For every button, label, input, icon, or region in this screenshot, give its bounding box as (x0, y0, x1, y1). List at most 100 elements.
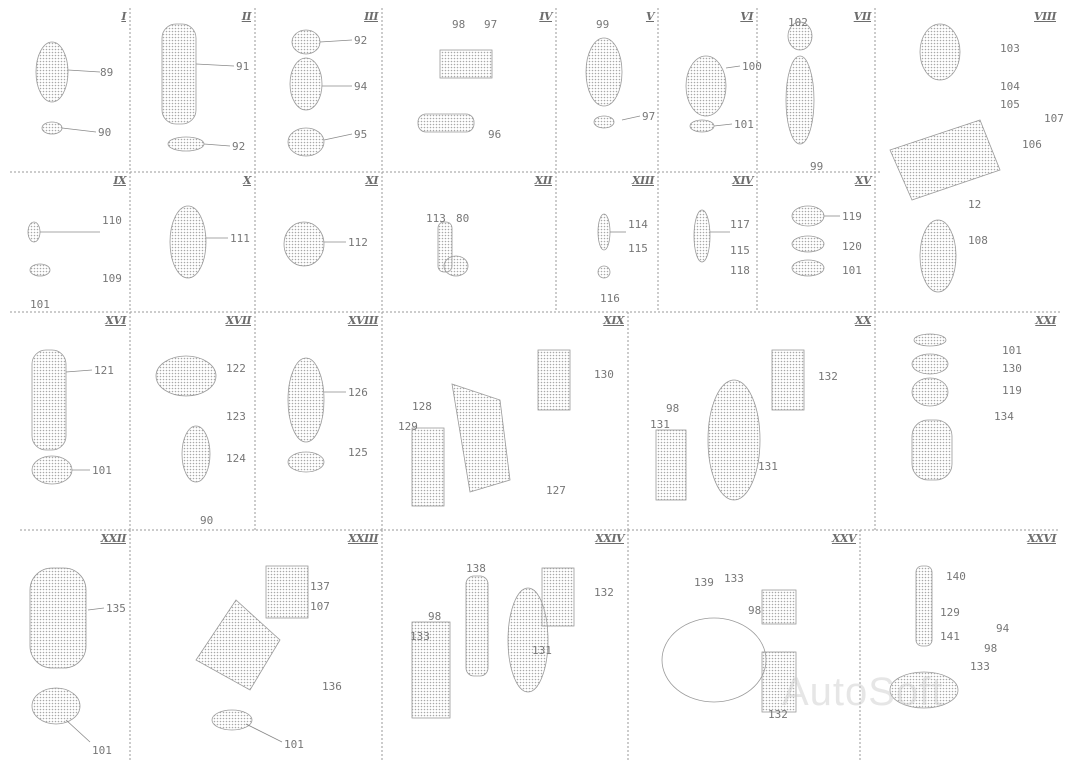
part-callout: 136 (322, 680, 342, 693)
part-callout: 101 (92, 464, 112, 477)
part-callout: 141 (940, 630, 960, 643)
part-callout: 80 (456, 212, 470, 225)
part-callout: 133 (970, 660, 990, 673)
part-callout: 102 (788, 16, 808, 29)
panel-number: IV (539, 10, 552, 23)
part-callout: 97 (484, 18, 498, 31)
panel-number: VIII (1034, 10, 1056, 23)
diagram-panel: XI (255, 172, 382, 312)
part-callout: 131 (532, 644, 552, 657)
part-callout: 92 (232, 140, 246, 153)
diagram-panel: XXII (20, 530, 130, 760)
part-callout: 133 (724, 572, 744, 585)
diagram-panel: XIII (556, 172, 658, 312)
panel-number: XXIII (347, 532, 379, 545)
part-callout: 103 (1000, 42, 1020, 55)
part-callout: 100 (742, 60, 762, 73)
panel-number: XII (534, 174, 553, 187)
part-callout: 113 (426, 212, 446, 225)
panel-number: XXIV (595, 532, 624, 545)
part-callout: 101 (284, 738, 304, 751)
part-callout: 99 (596, 18, 610, 31)
panel-number: XXVI (1027, 532, 1056, 545)
part-callout: 129 (398, 420, 418, 433)
diagram-panel: XXI (875, 312, 1060, 530)
diagram-panel: IV (382, 8, 556, 172)
part-callout: 116 (600, 292, 620, 305)
part-callout: 96 (488, 128, 502, 141)
part-callout: 128 (412, 400, 432, 413)
part-callout: 132 (768, 708, 788, 721)
part-callout: 130 (1002, 362, 1022, 375)
diagram-panel: VII (757, 8, 875, 172)
part-callout: 94 (354, 80, 368, 93)
part-callout: 101 (734, 118, 754, 131)
part-callout: 95 (354, 128, 368, 141)
diagram-panel: III (255, 8, 382, 172)
part-callout: 91 (236, 60, 250, 73)
part-callout: 115 (628, 242, 648, 255)
diagram-panel: XV (757, 172, 875, 312)
panel-number: VII (853, 10, 872, 23)
diagram-panel: XXIII (130, 530, 382, 760)
part-callout: 99 (810, 160, 824, 173)
panel-number: IX (113, 174, 126, 187)
diagram-panel: VIII (875, 8, 1060, 312)
part-callout: 101 (842, 264, 862, 277)
part-callout: 98 (428, 610, 442, 623)
panel-number: XVI (105, 314, 126, 327)
panel-number: XV (854, 174, 872, 187)
part-callout: 115 (730, 244, 750, 257)
part-callout: 131 (758, 460, 778, 473)
part-callout: 98 (666, 402, 680, 415)
part-callout: 97 (642, 110, 656, 123)
panel-number: XVII (225, 314, 252, 327)
part-callout: 129 (940, 606, 960, 619)
watermark: AutoSoft (782, 670, 944, 714)
part-callout: 132 (594, 586, 614, 599)
panel-number: III (364, 10, 378, 23)
part-callout: 119 (842, 210, 862, 223)
panel-number: XI (365, 174, 378, 187)
part-callout: 122 (226, 362, 246, 375)
panel-number: XX (854, 314, 872, 327)
part-callout: 131 (650, 418, 670, 431)
part-callout: 137 (310, 580, 330, 593)
part-callout: 98 (748, 604, 762, 617)
part-callout: 101 (92, 744, 112, 757)
panel-number: I (121, 10, 126, 23)
part-callout: 126 (348, 386, 368, 399)
part-callout: 117 (730, 218, 750, 231)
part-callout: 108 (968, 234, 988, 247)
diagram-panel: XVIII (255, 312, 382, 530)
part-callout: 98 (984, 642, 998, 655)
part-callout: 89 (100, 66, 114, 79)
part-callout: 124 (226, 452, 246, 465)
diagram-panel: XXVI (860, 530, 1060, 760)
part-callout: 111 (230, 232, 250, 245)
panel-number: XXII (100, 532, 127, 545)
part-callout: 104 (1000, 80, 1020, 93)
part-callout: 127 (546, 484, 566, 497)
part-callout: 101 (30, 298, 50, 311)
panel-number: XXI (1035, 314, 1056, 327)
part-callout: 114 (628, 218, 648, 231)
part-callout: 125 (348, 446, 368, 459)
panel-number: XXV (831, 532, 857, 545)
part-callout: 109 (102, 272, 122, 285)
part-callout: 105 (1000, 98, 1020, 111)
diagram-panel: XII (382, 172, 556, 312)
diagram-panel: XVI (10, 312, 130, 530)
diagram-panel: XXV (628, 530, 860, 760)
diagram-panel: V (556, 8, 658, 172)
diagram-panel: XX (628, 312, 875, 530)
part-callout: 133 (410, 630, 430, 643)
part-callout: 140 (946, 570, 966, 583)
panel-number: X (242, 174, 252, 187)
part-callout: 132 (818, 370, 838, 383)
panel-number: V (645, 10, 655, 23)
part-callout: 120 (842, 240, 862, 253)
part-callout: 110 (102, 214, 122, 227)
part-callout: 101 (1002, 344, 1022, 357)
